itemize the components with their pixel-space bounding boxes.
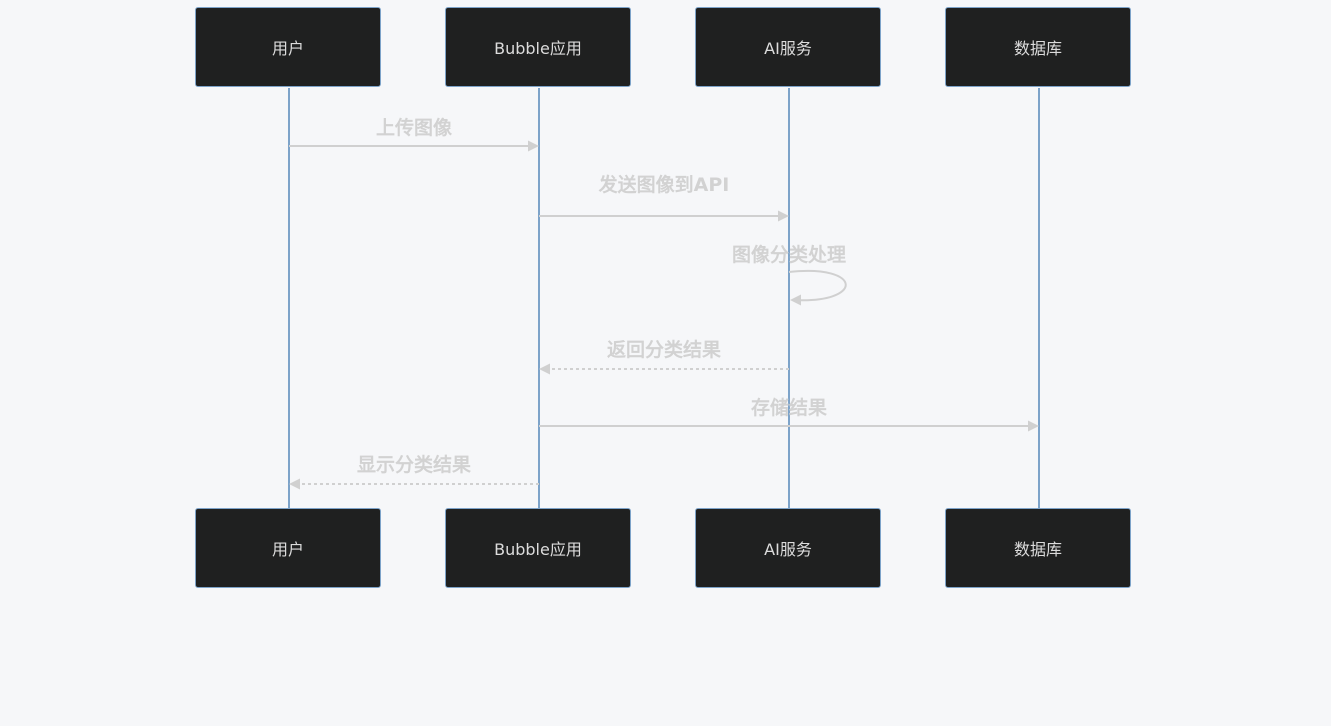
actor-user-top: 用户 [195, 7, 381, 87]
message-arrowhead-3 [539, 363, 550, 375]
actor-user-bottom: 用户 [195, 508, 381, 588]
actor-ai-top: AI服务 [695, 7, 881, 87]
actor-db-bottom: 数据库 [945, 508, 1131, 588]
actor-ai-bottom: AI服务 [695, 508, 881, 588]
actor-db-top: 数据库 [945, 7, 1131, 87]
message-label-store: 存储结果 [750, 397, 828, 419]
actor-app-bottom: Bubble应用 [445, 508, 631, 588]
message-arrowhead-5 [289, 478, 300, 490]
message-label-classify: 图像分类处理 [731, 244, 847, 266]
message-label-send-api: 发送图像到API [598, 174, 730, 196]
message-line-self-2 [788, 269, 847, 302]
message-arrowhead-0 [528, 140, 539, 152]
message-arrowhead-2 [790, 294, 801, 306]
actor-app-top: Bubble应用 [445, 7, 631, 87]
message-arrowhead-4 [1028, 420, 1039, 432]
message-label-return: 返回分类结果 [606, 339, 722, 361]
message-label-display: 显示分类结果 [356, 454, 472, 476]
message-label-upload: 上传图像 [375, 117, 453, 139]
message-arrowhead-1 [778, 210, 789, 222]
